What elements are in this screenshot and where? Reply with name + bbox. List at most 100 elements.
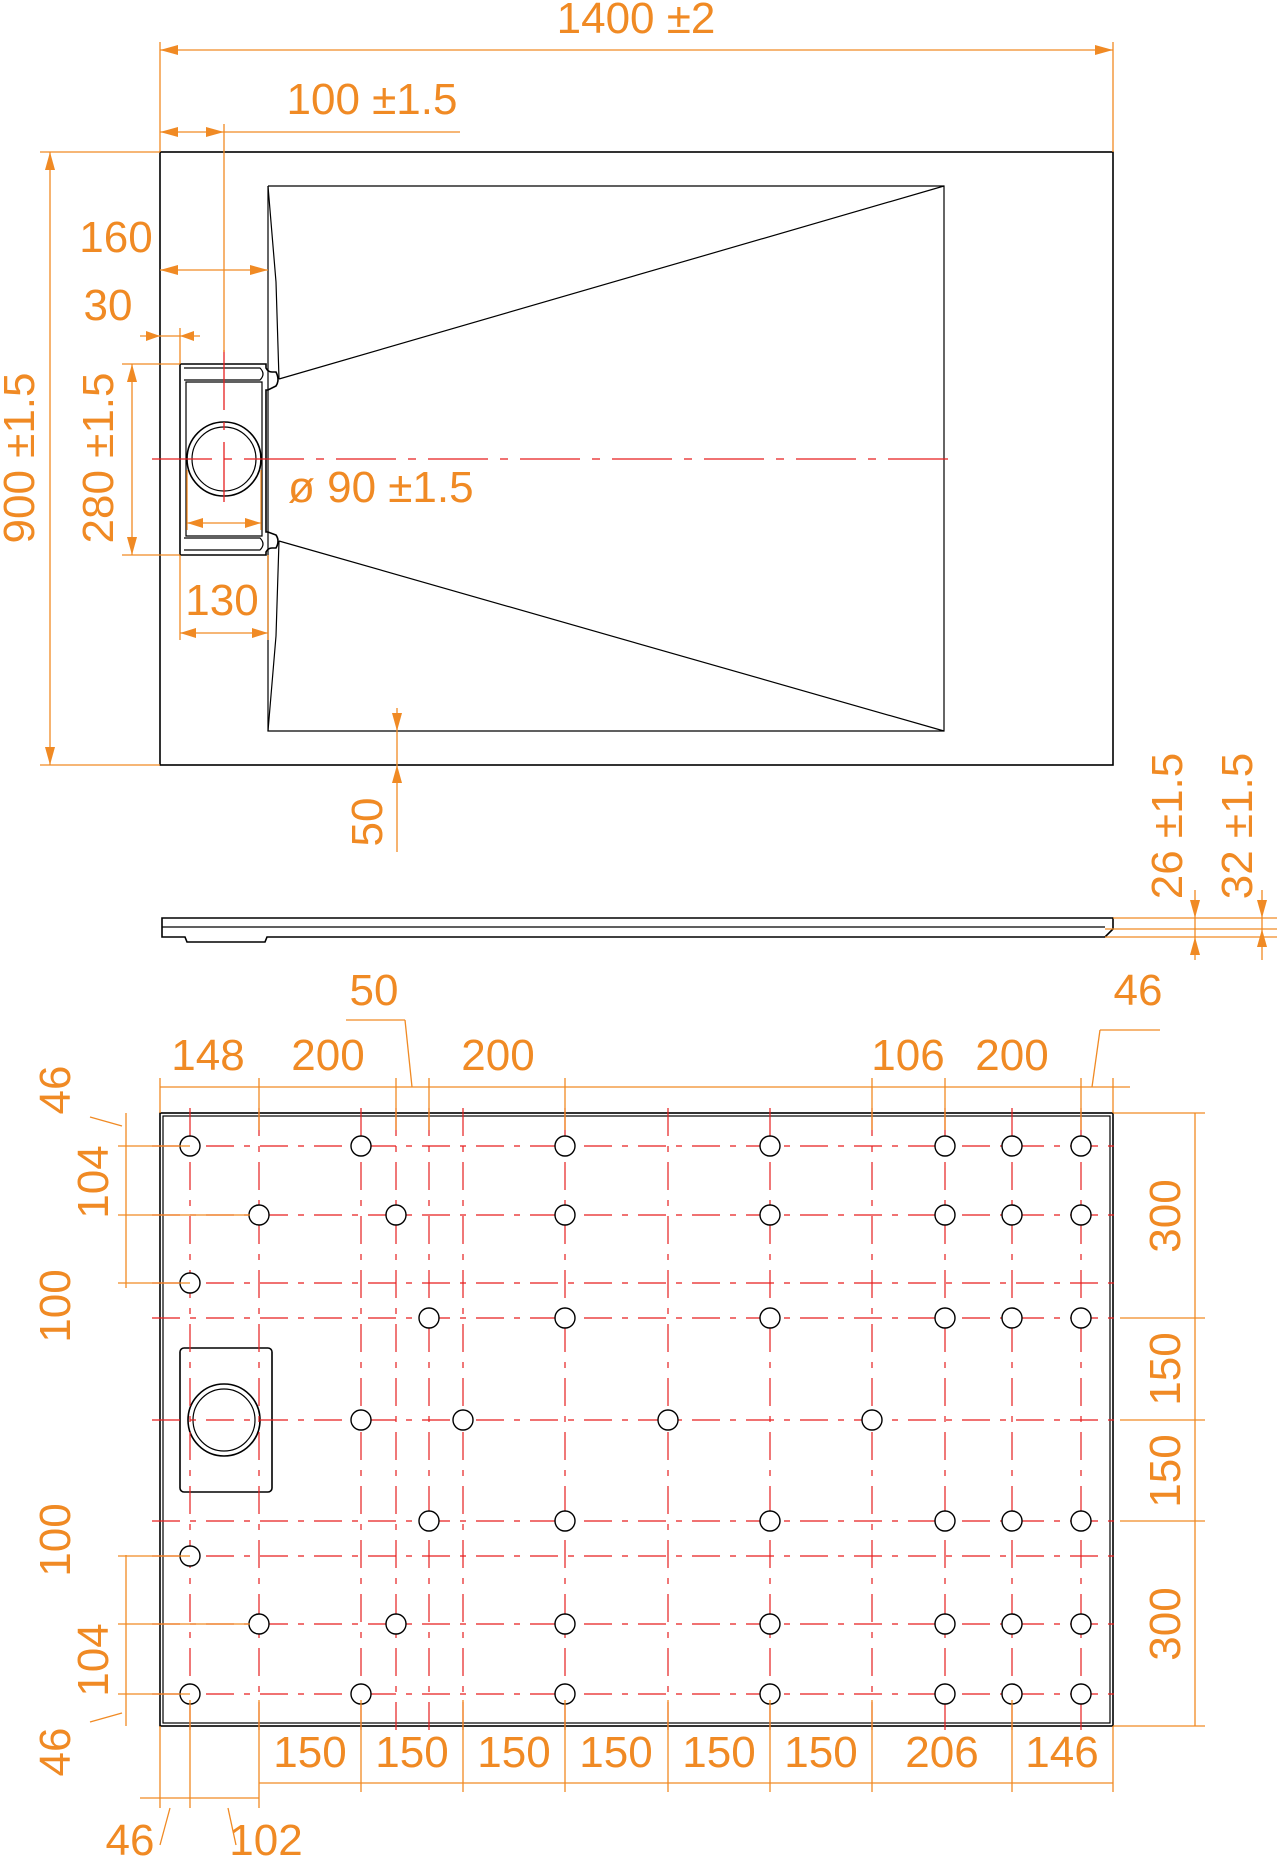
- support-foot: [418, 1510, 440, 1532]
- dim-bottom-150f: 150: [784, 1728, 857, 1777]
- arrow: [252, 628, 268, 638]
- support-foot: [1070, 1510, 1092, 1532]
- leader-102-bottom-edge: [227, 1807, 237, 1846]
- dim-left-104b: 104: [69, 1623, 118, 1696]
- arrow: [146, 331, 160, 341]
- dim-right-300a: 300: [1141, 1179, 1190, 1252]
- arrow: [180, 331, 194, 341]
- arrow: [180, 628, 196, 638]
- support-foot: [934, 1510, 956, 1532]
- support-foot: [248, 1613, 270, 1635]
- support-foot: [350, 1135, 372, 1157]
- support-foot: [657, 1409, 679, 1431]
- bottom-dimension-chain: 150 150 150 150 150 150 206 146 46 102: [106, 1700, 1114, 1865]
- support-foot: [934, 1683, 956, 1705]
- drain-box-rail-top: [184, 367, 264, 381]
- dim-thickness-outer-label: 32 ±1.5: [1213, 753, 1262, 899]
- dim-left-100b: 100: [31, 1503, 80, 1576]
- support-foot: [934, 1307, 956, 1329]
- support-foot: [759, 1510, 781, 1532]
- dim-left-104a: 104: [69, 1145, 118, 1218]
- arrow: [160, 265, 178, 275]
- dim-inner-offset-label: 160: [79, 213, 152, 262]
- dim-top-200b: 200: [461, 1031, 534, 1080]
- dim-bottom-150a: 150: [273, 1728, 346, 1777]
- support-foot: [554, 1135, 576, 1157]
- dim-top-50: 50: [350, 966, 399, 1015]
- dim-drain-edge-label: 30: [84, 281, 133, 330]
- dim-top-106: 106: [871, 1031, 944, 1080]
- dim-bottom-150d: 150: [579, 1728, 652, 1777]
- arrow: [245, 518, 261, 528]
- support-foot: [934, 1135, 956, 1157]
- support-foot: [554, 1510, 576, 1532]
- dim-left-46a: 46: [31, 1066, 80, 1115]
- top-view: 1400 ±2 100 ±1.5 900 ±1.5 160 30 280 ±1.…: [0, 0, 1114, 852]
- support-foot: [934, 1204, 956, 1226]
- support-foot: [1001, 1307, 1023, 1329]
- arrow: [206, 127, 224, 137]
- drain-box-inner: [185, 381, 263, 537]
- arrow: [187, 518, 203, 528]
- dim-thickness-inner-label: 26 ±1.5: [1143, 753, 1192, 899]
- support-foot: [861, 1409, 883, 1431]
- support-foot: [1001, 1510, 1023, 1532]
- arrow: [392, 713, 402, 731]
- bottom-view: 148 200 50 200 106 200 46 46 104 100 100…: [31, 966, 1205, 1865]
- slope-line-bottom: [278, 540, 945, 732]
- support-foot: [1070, 1683, 1092, 1705]
- support-foot: [1001, 1135, 1023, 1157]
- dim-bottom-150c: 150: [477, 1728, 550, 1777]
- support-foot: [934, 1613, 956, 1635]
- arrow: [1257, 900, 1267, 918]
- basin-side-left-top: [267, 185, 280, 380]
- dim-top-46: 46: [1114, 966, 1163, 1015]
- support-foot: [554, 1204, 576, 1226]
- arrow: [127, 537, 137, 555]
- drain-box-rail-bottom: [184, 537, 264, 551]
- support-foot: [759, 1135, 781, 1157]
- support-foot: [1001, 1613, 1023, 1635]
- dim-drain-box-width-label: 130: [185, 576, 258, 625]
- dim-bottom-edge-102: 102: [229, 1816, 302, 1865]
- dim-right-150a: 150: [1141, 1332, 1190, 1405]
- dim-top-200c: 200: [975, 1031, 1048, 1080]
- support-foot: [1070, 1204, 1092, 1226]
- arrow: [1257, 929, 1267, 947]
- arrow: [1190, 900, 1200, 918]
- support-foot: [385, 1204, 407, 1226]
- arrow: [392, 765, 402, 783]
- support-foot: [759, 1204, 781, 1226]
- support-foot: [350, 1409, 372, 1431]
- dim-left-100a: 100: [31, 1269, 80, 1342]
- leader-46b: [1091, 1029, 1101, 1088]
- support-foot: [385, 1613, 407, 1635]
- dim-drain-offset-label: 100 ±1.5: [287, 75, 458, 124]
- dim-bottom-206: 206: [905, 1728, 978, 1777]
- support-foot: [759, 1613, 781, 1635]
- basin-side-left-bottom: [267, 540, 280, 732]
- leader-46-top: [89, 1116, 123, 1127]
- support-foot: [1001, 1204, 1023, 1226]
- left-dimension-chain: 46 104 100 100 104 46: [31, 1066, 250, 1776]
- dim-bottom-146: 146: [1025, 1728, 1098, 1777]
- support-foot: [452, 1409, 474, 1431]
- side-view: 26 ±1.5 32 ±1.5: [161, 753, 1277, 960]
- support-foot: [418, 1307, 440, 1329]
- arrow: [160, 45, 178, 55]
- dim-height-label: 900 ±1.5: [0, 373, 44, 544]
- support-foot: [554, 1307, 576, 1329]
- arrow: [1095, 45, 1113, 55]
- support-foot: [554, 1613, 576, 1635]
- support-foot: [1070, 1613, 1092, 1635]
- support-foot: [1070, 1307, 1092, 1329]
- arrow: [160, 127, 178, 137]
- support-foot: [248, 1204, 270, 1226]
- arrow: [127, 364, 137, 382]
- dim-border-bottom-label: 50: [343, 798, 392, 847]
- dim-bottom-150b: 150: [375, 1728, 448, 1777]
- dim-top-200a: 200: [291, 1031, 364, 1080]
- leader-50b: [404, 1019, 413, 1088]
- slope-line-top: [278, 185, 945, 380]
